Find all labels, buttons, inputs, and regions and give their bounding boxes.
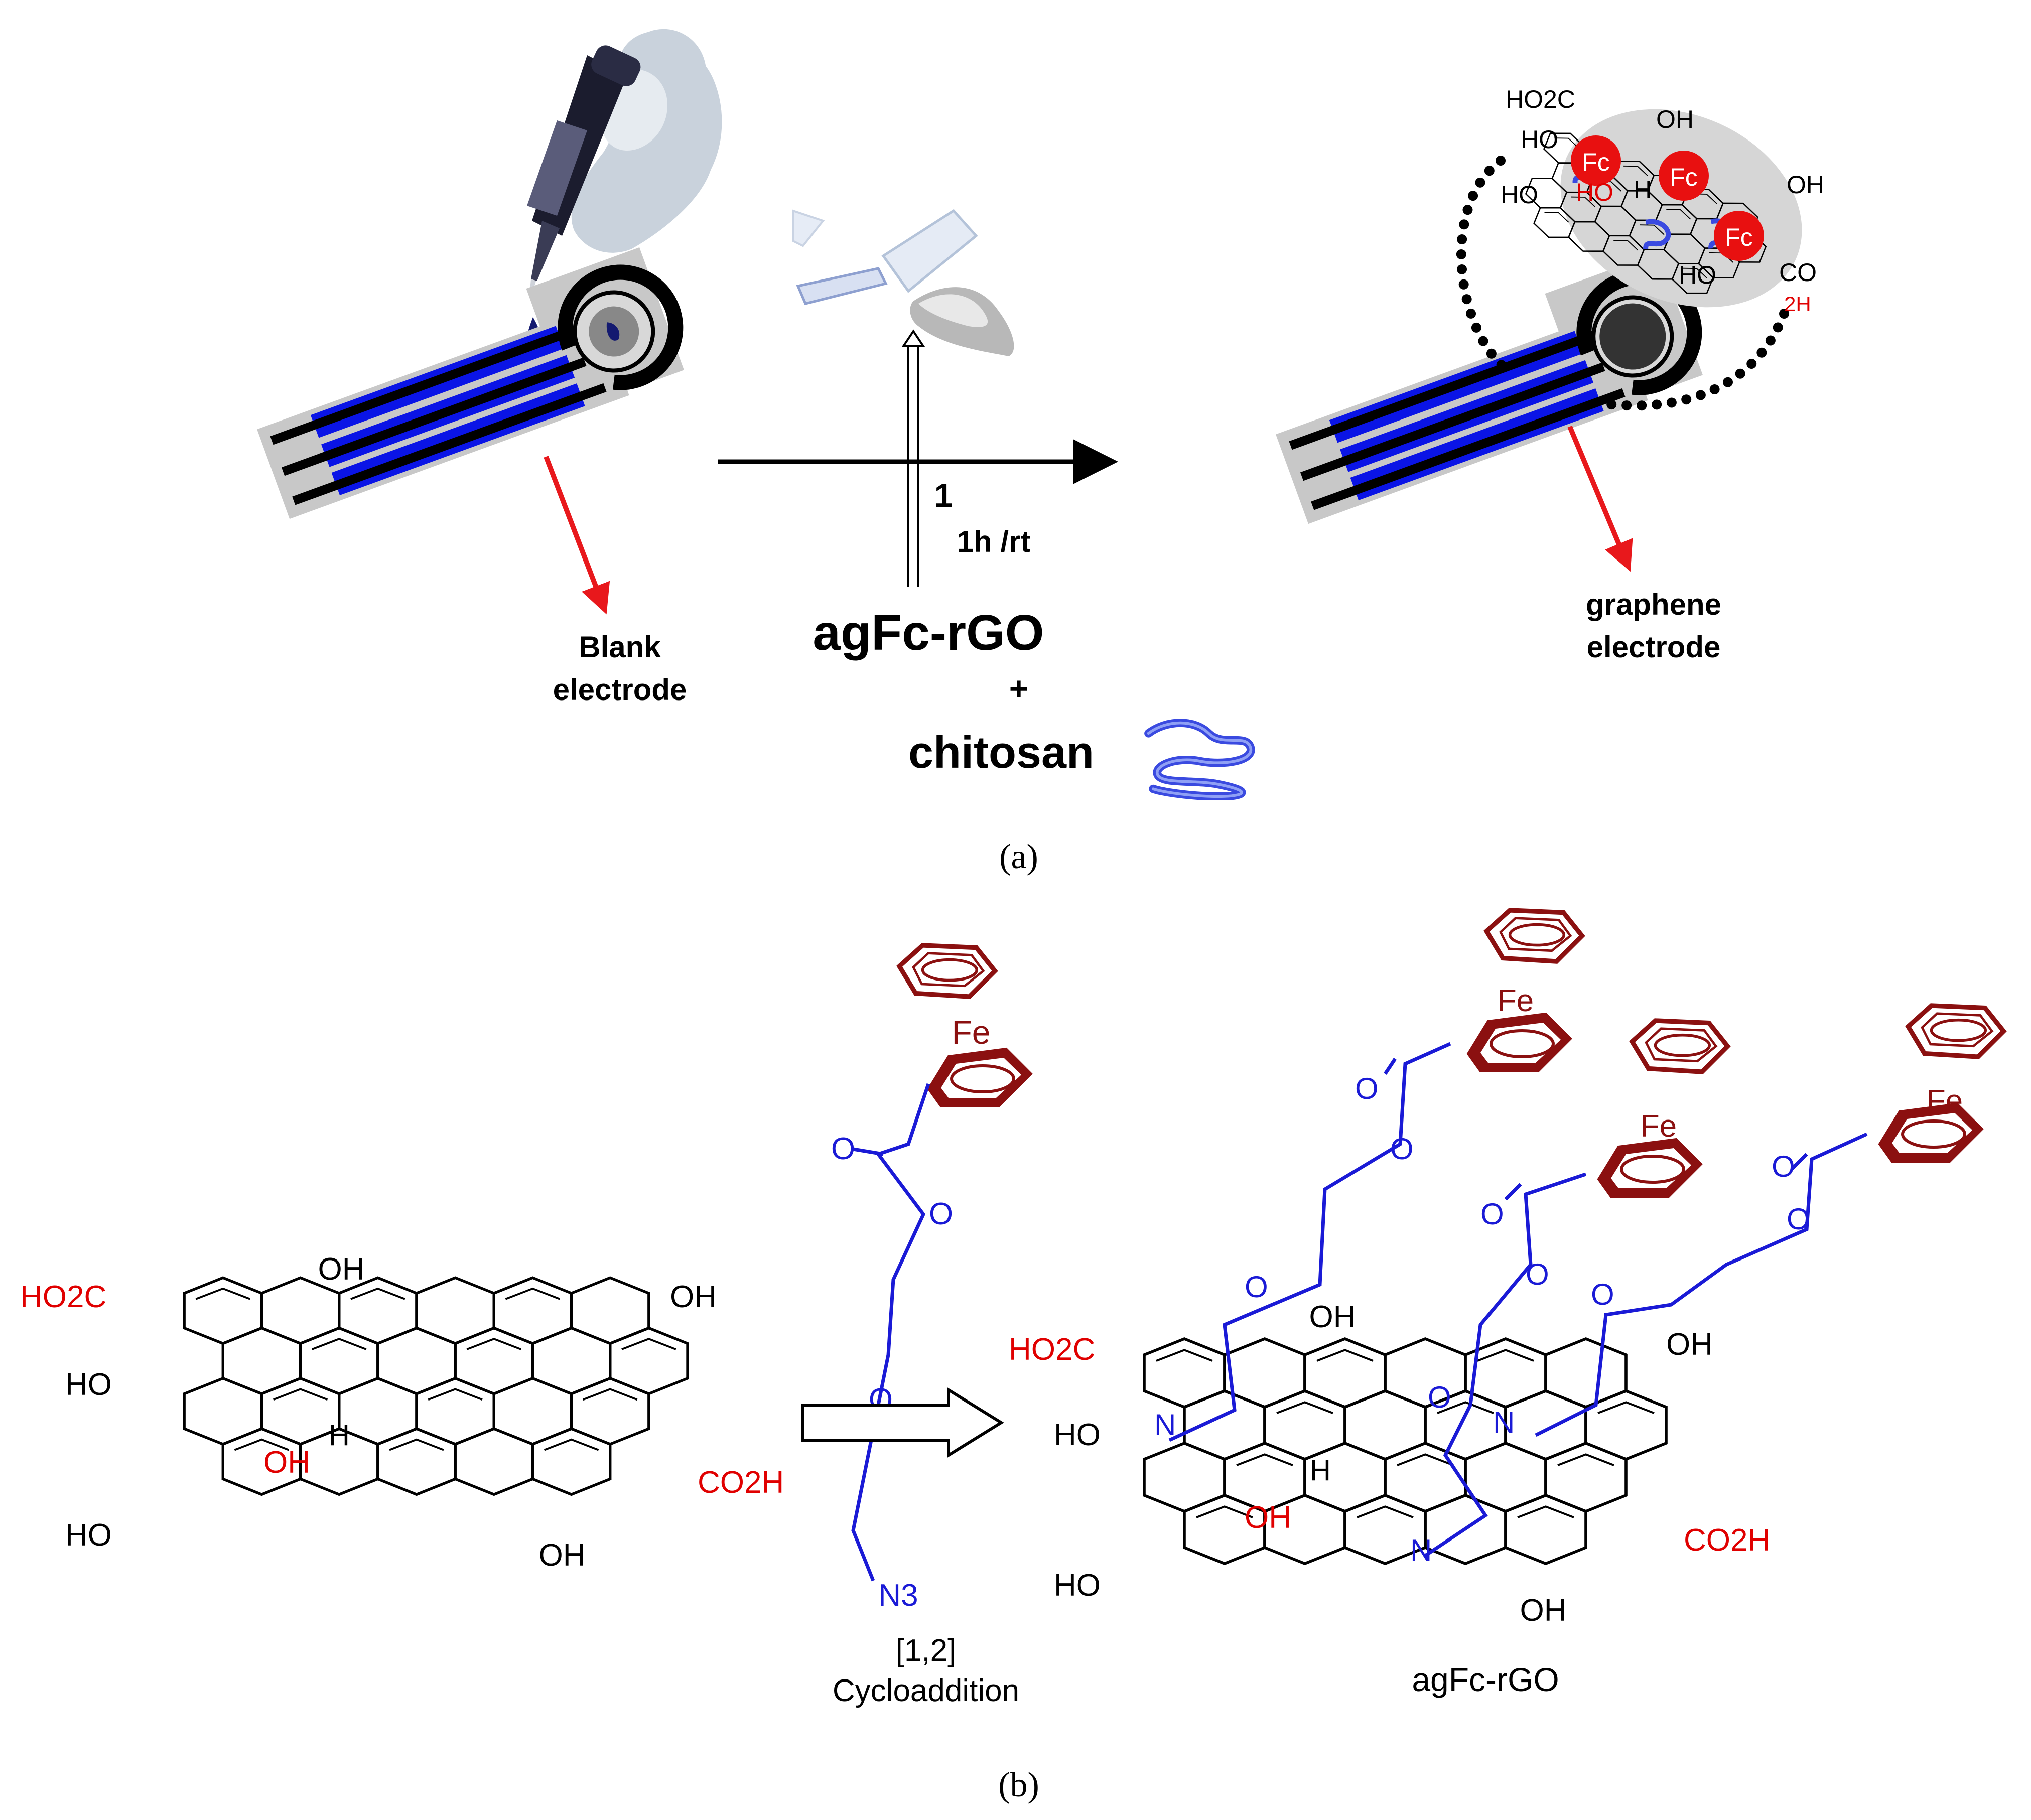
product-cp-ring-3 — [1908, 1006, 2003, 1057]
rgo-ho2c: HO2C — [20, 1280, 106, 1314]
reaction-number: 1 — [934, 477, 953, 514]
product-fe-1: Fe — [1498, 984, 1534, 1018]
svg-text:Fc: Fc — [1725, 223, 1753, 251]
svg-text:Fc: Fc — [1582, 148, 1610, 176]
fc-bead-1: Fc — [1571, 135, 1621, 186]
product-n-2: N — [1410, 1533, 1432, 1567]
rgo-oh-top-right: OH — [670, 1280, 717, 1314]
caption-b: (b) — [998, 1766, 1039, 1804]
rgo-ho-left-mid: HO — [65, 1367, 112, 1402]
panel-a: Blank electrode 1 1h /rt agFc-rGO + chit… — [257, 25, 1824, 876]
chitosan-label: chitosan — [908, 728, 1094, 778]
reagent-cp-top-ring — [899, 945, 995, 997]
graphene-electrode — [1276, 252, 1703, 524]
rgo-h-center: H — [329, 1419, 350, 1452]
product-h-center: H — [1310, 1454, 1331, 1487]
product-o-4: O — [1480, 1197, 1504, 1231]
reagent-fe: Fe — [952, 1014, 990, 1051]
reagent-o-carbonyl: O — [831, 1132, 855, 1166]
oval-co-bottom-right: CO — [1779, 258, 1817, 287]
addition-arrow-head — [901, 329, 925, 347]
eppendorf-tube-icon — [792, 209, 1014, 356]
graphene-pointer-arrow — [1567, 426, 1633, 572]
product-ho-left-mid: HO — [1054, 1418, 1101, 1452]
rgo-oh-top: OH — [318, 1252, 365, 1287]
oval-2h-bottom-right: 2H — [1784, 292, 1811, 316]
graphene-label-line1: graphene — [1586, 588, 1721, 621]
oval-h-inner: H — [1634, 176, 1652, 204]
product-oh-center: OH — [1245, 1500, 1291, 1535]
product-n-3: N — [1493, 1406, 1515, 1439]
chitosan-coil-icon — [1148, 723, 1251, 797]
product-fe-2: Fe — [1641, 1109, 1677, 1144]
product-cp-ring-2b — [1598, 1139, 1701, 1197]
reagent-cp-bottom-ring — [928, 1049, 1031, 1106]
product-oh-top: OH — [1309, 1300, 1356, 1334]
blank-label-line1: Blank — [579, 630, 661, 664]
reagent-label: agFc-rGO — [813, 605, 1044, 661]
reagent-n3: N3 — [878, 1578, 918, 1613]
product-co2h: CO2H — [1684, 1523, 1770, 1558]
product-ho2c: HO2C — [1009, 1332, 1095, 1367]
oval-ho-left-upper: HO — [1521, 125, 1558, 154]
oval-ho-left-lower: HO — [1501, 181, 1538, 209]
product-oh-top-right: OH — [1666, 1327, 1713, 1362]
fc-bead-3: Fc — [1714, 211, 1764, 261]
rgo-oh-center: OH — [263, 1445, 310, 1480]
panel-b: OH OH HO2C HO HO OH H CO2H OH Fe O O O N… — [20, 910, 2004, 1804]
pipette-hand-icon — [527, 25, 726, 291]
product-ho-left-bottom: HO — [1054, 1568, 1101, 1603]
product-o-5: O — [1526, 1257, 1549, 1291]
product-o-6: O — [1428, 1380, 1451, 1414]
plus-sign: + — [1009, 670, 1029, 707]
product-oh-bottom: OH — [1520, 1593, 1567, 1628]
fc-bead-2: Fc — [1659, 151, 1709, 201]
reaction-conditions: 1h /rt — [957, 525, 1031, 558]
product-n-1: N — [1154, 1408, 1176, 1442]
oval-oh-top: OH — [1656, 105, 1694, 133]
svg-text:Fc: Fc — [1670, 163, 1698, 191]
graphene-label-line2: electrode — [1587, 630, 1721, 664]
oval-ho-inner: HO — [1576, 178, 1613, 206]
product-o-3: O — [1245, 1270, 1268, 1304]
ferrocene-azide-reagent: Fe O O O N3 — [831, 945, 1031, 1613]
product-cp-ring-1 — [1486, 910, 1582, 961]
product-label: agFc-rGO — [1412, 1661, 1559, 1698]
rgo-structure: OH OH HO2C HO HO OH H CO2H OH — [20, 1252, 784, 1573]
method-line2: Cycloaddition — [833, 1673, 1019, 1708]
oval-oh-right: OH — [1787, 171, 1824, 199]
product-o-1: O — [1355, 1072, 1379, 1105]
oval-ho-bottom: HO — [1679, 261, 1716, 289]
product-o-9: O — [1591, 1278, 1614, 1311]
product-o-7: O — [1772, 1150, 1795, 1183]
blank-label-line2: electrode — [553, 673, 687, 707]
agfc-rgo-structure: Fe Fe Fe O O O O O O O O O N N N OH — [1009, 910, 2004, 1698]
product-fe-3: Fe — [1927, 1084, 1963, 1118]
method-line1: [1,2] — [896, 1633, 957, 1668]
rgo-co2h: CO2H — [698, 1465, 784, 1500]
caption-a: (a) — [999, 837, 1038, 876]
oval-ho2c: HO2C — [1506, 85, 1575, 113]
zoom-dotted-connector-left — [1456, 156, 1511, 374]
zoom-dotted-connector-right — [1601, 309, 1789, 411]
product-o-8: O — [1787, 1202, 1810, 1236]
product-cp-ring-2 — [1632, 1021, 1727, 1072]
blank-electrode — [257, 247, 684, 519]
product-o-2: O — [1390, 1132, 1414, 1166]
reagent-o-ester: O — [929, 1197, 953, 1231]
blank-pointer-arrow — [544, 456, 610, 615]
rgo-ho-left-bottom: HO — [65, 1518, 112, 1553]
product-cp-ring-1b — [1468, 1014, 1571, 1071]
reaction-open-arrow — [801, 1387, 1004, 1458]
rgo-oh-bottom: OH — [539, 1538, 586, 1573]
